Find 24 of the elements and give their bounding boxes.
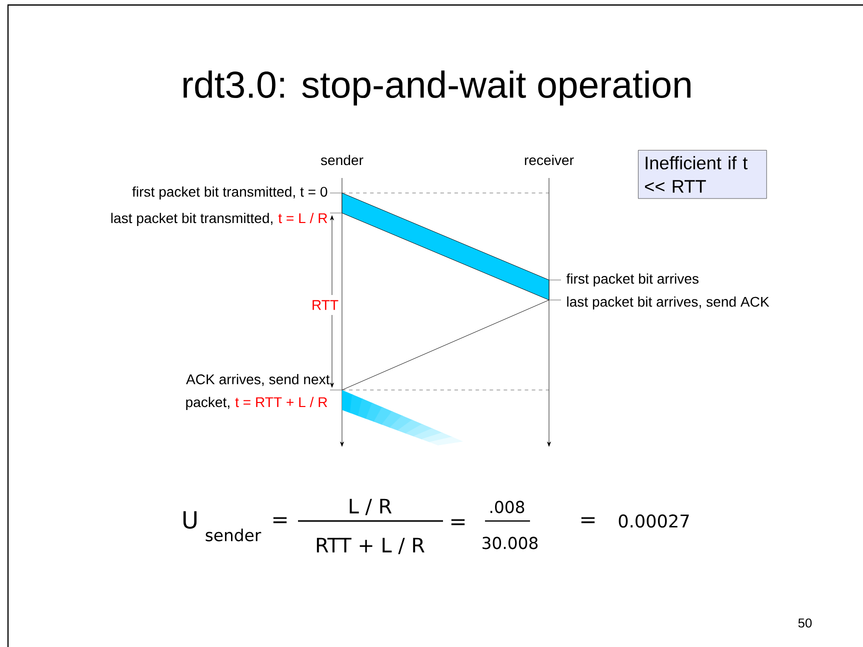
- annotation-text: packet,: [186, 396, 230, 410]
- formula-text: =: [451, 519, 465, 526]
- lifeline-label: sender: [320, 154, 364, 166]
- formula-text: 0.00027: [618, 514, 689, 528]
- annotation-text: t = RTT + L / R: [235, 396, 328, 408]
- formula-text: =: [273, 517, 287, 524]
- formula-text: RTT + L / R: [316, 538, 424, 554]
- formula-text: .008: [490, 500, 524, 514]
- page-number: 50: [798, 618, 812, 628]
- formula-text: =: [581, 517, 595, 524]
- annotation-text: RTT: [310, 298, 340, 311]
- annotation-text: first packet bit arrives: [566, 273, 699, 287]
- annotation-text: last packet bit arrives, send ACK: [567, 296, 770, 310]
- note-box: Inefficient if t << RTT: [638, 150, 767, 199]
- formula-text: 30.008: [482, 536, 538, 550]
- formula-text: sender: [206, 528, 262, 542]
- formula-text: L / R: [350, 498, 392, 516]
- formula-text: U: [183, 511, 197, 529]
- annotation-text: ACK arrives, send next: [186, 374, 330, 386]
- slide-title: rdt3.0: stop-and-wait operation: [184, 70, 690, 106]
- annotation-text: t = L / R: [278, 212, 328, 224]
- annotation-text: first packet bit transmitted, t = 0: [132, 186, 328, 200]
- annotation-text: last packet bit transmitted,: [111, 212, 272, 226]
- lifeline-label: receiver: [524, 154, 574, 166]
